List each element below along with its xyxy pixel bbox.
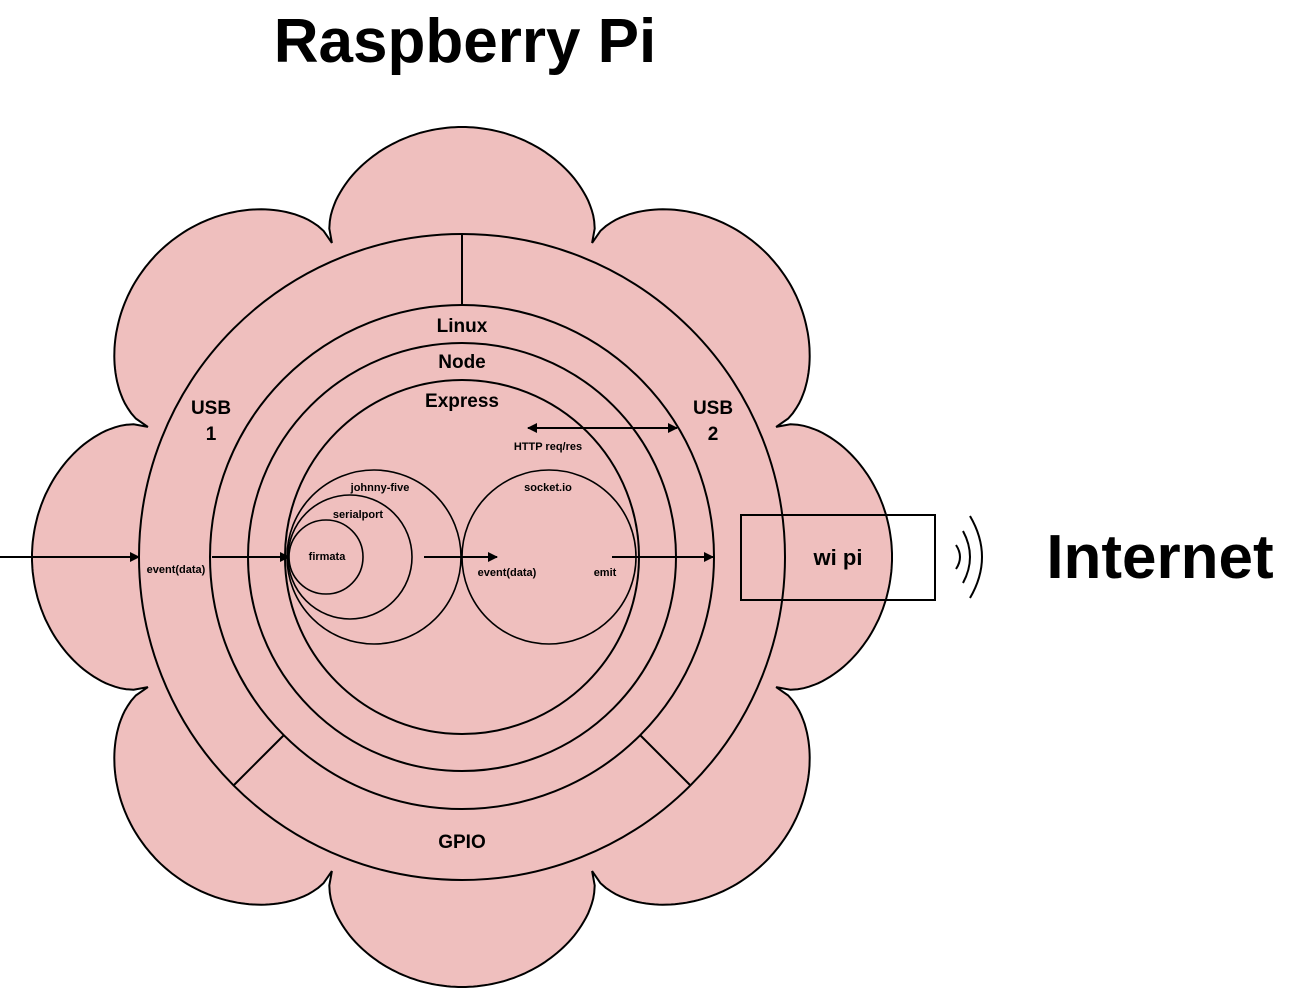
- wi-pi-label: wi pi: [813, 545, 863, 570]
- internet-label: Internet: [1046, 523, 1273, 592]
- johnny-five-label: johnny-five: [350, 482, 410, 494]
- firmata-label: firmata: [309, 551, 347, 563]
- usb1-label-line1: USB: [191, 398, 231, 419]
- express-label: Express: [425, 391, 499, 412]
- node-label: Node: [438, 352, 486, 373]
- socketio-label: socket.io: [524, 482, 572, 494]
- divider-bottom-right: [639, 734, 691, 786]
- usb-event-label: event(data): [147, 564, 206, 576]
- usb1-label-line2: 1: [206, 424, 217, 445]
- http-label: HTTP req/res: [514, 441, 582, 453]
- divider-bottom-left: [233, 734, 285, 786]
- wifi-signal-icon: [955, 515, 983, 599]
- usb2-label-line1: USB: [693, 398, 733, 419]
- socket-event-label: event(data): [478, 567, 537, 579]
- usb2-label-line2: 2: [708, 424, 719, 445]
- page-title: Raspberry Pi: [274, 7, 657, 76]
- emit-label: emit: [594, 567, 617, 579]
- linux-label: Linux: [437, 316, 488, 337]
- wi-pi-device-box: [740, 514, 936, 601]
- serialport-label: serialport: [333, 509, 383, 521]
- gpio-label: GPIO: [438, 832, 486, 853]
